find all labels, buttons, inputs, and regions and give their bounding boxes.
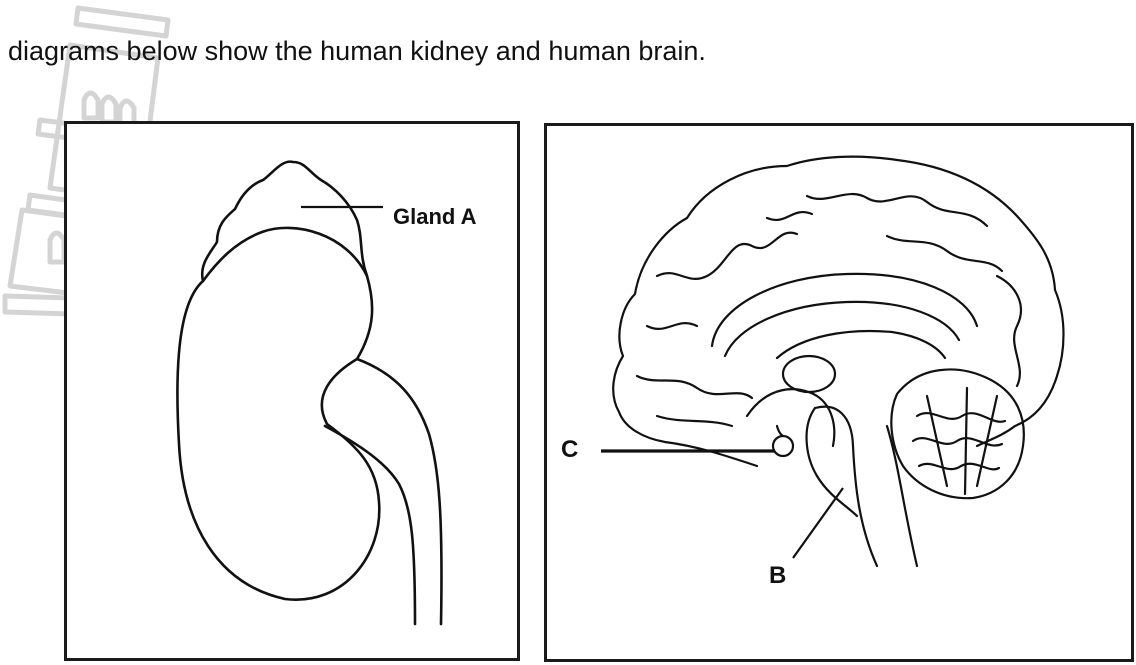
kidney-diagram-panel: Gland A [64, 121, 520, 661]
brain-drawing [547, 126, 1136, 665]
pituitary-shape [773, 436, 793, 456]
kidney-shape [177, 228, 379, 600]
ureter-inner [325, 426, 415, 624]
brain-label-b: B [769, 562, 786, 590]
brain-label-c: C [561, 436, 578, 464]
brain-diagram-panel: C B [544, 123, 1134, 662]
ureter-outer [357, 359, 442, 624]
gland-a-label: Gland A [393, 204, 477, 230]
label-b-pointer-line [793, 488, 843, 558]
corpus-callosum-inner [725, 302, 959, 356]
thalamus-shape [783, 356, 835, 392]
adrenal-gland-shape [202, 162, 367, 281]
corpus-callosum-outer [712, 274, 977, 346]
brainstem-back [887, 426, 917, 566]
diagram-caption: diagrams below show the human kidney and… [8, 36, 706, 67]
